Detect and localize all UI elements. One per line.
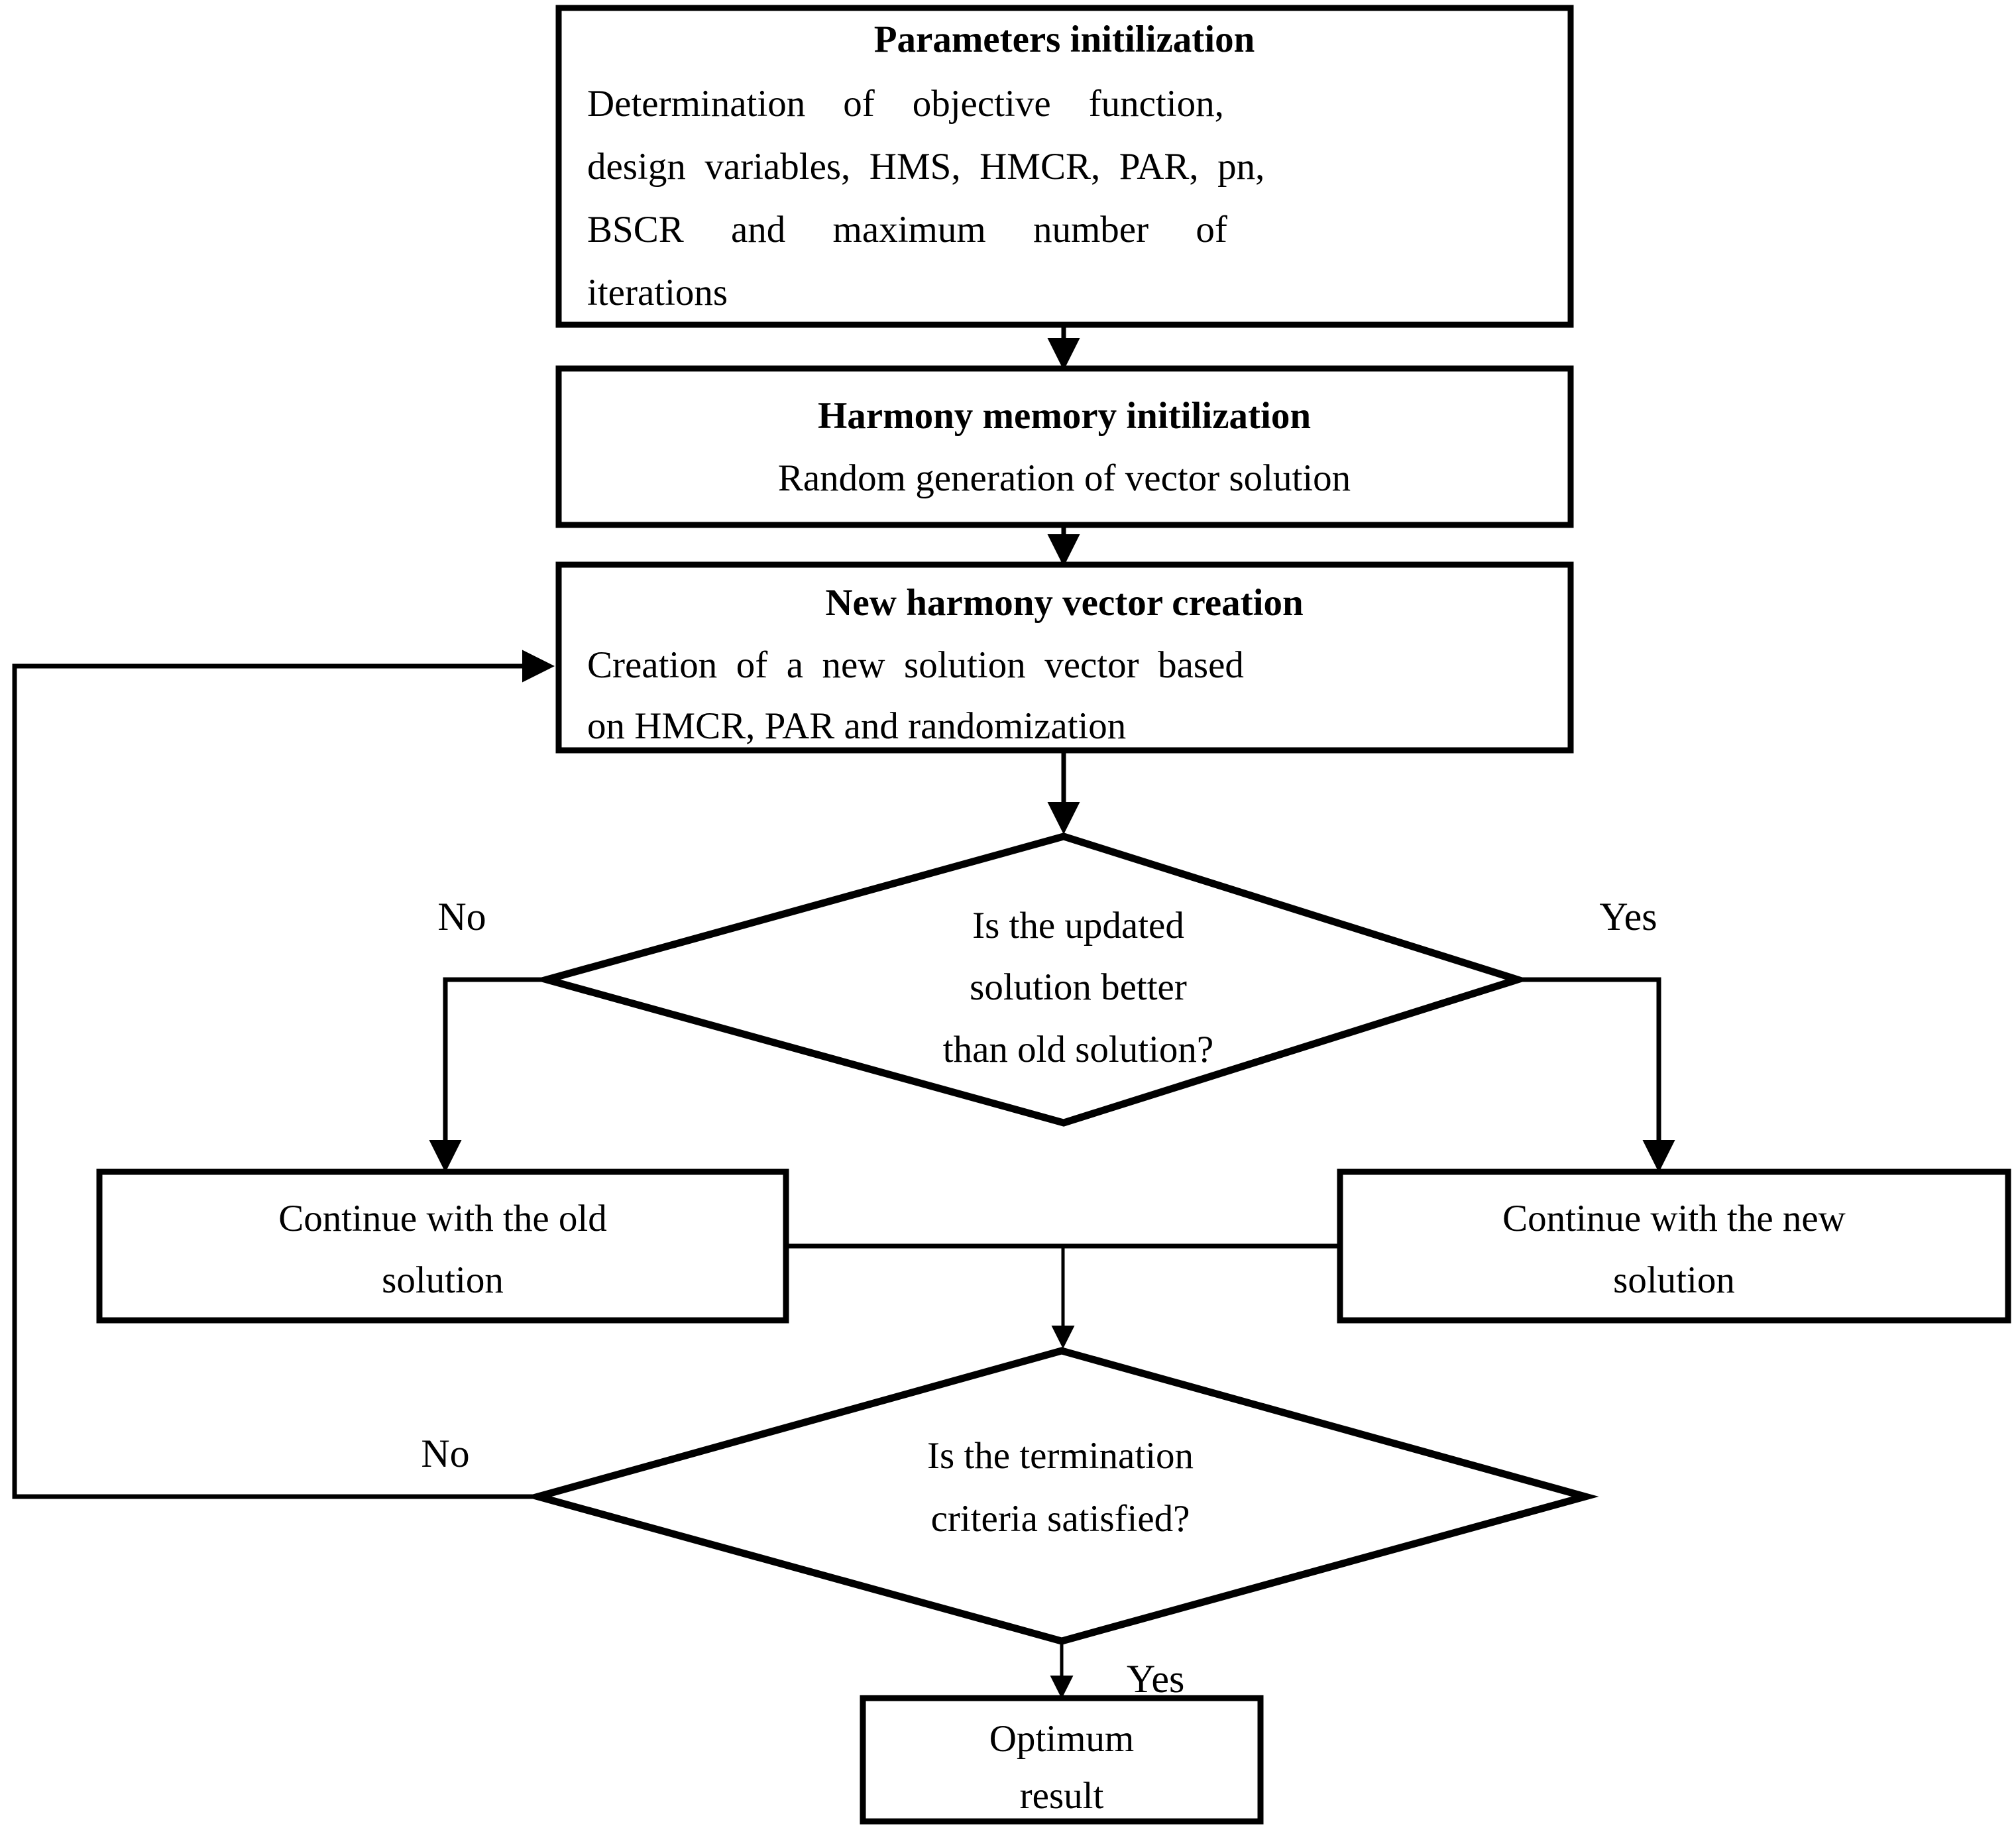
node-optimum-result[interactable]: Optimum result [860, 1695, 1264, 1825]
node-continue-new-box [1337, 1169, 2011, 1324]
node-new-harmony-vector-title: New harmony vector creation [825, 582, 1303, 624]
node-decision-better-diamond [533, 832, 1530, 1127]
node-continue-old-line-0: Continue with the old [278, 1198, 607, 1239]
node-optimum-result-box [860, 1695, 1264, 1825]
node-parameters-init-line-2: BSCR and maximum number of [587, 209, 1227, 251]
node-continue-new-line-0: Continue with the new [1502, 1198, 1846, 1239]
node-harmony-memory-init-box [555, 365, 1574, 528]
node-parameters-init-line-0: Determination of objective function, [587, 83, 1224, 125]
node-new-harmony-vector-box [555, 561, 1574, 754]
edge-label-decision1-yes: Yes [1599, 895, 1657, 939]
node-new-harmony-vector-line-1: on HMCR, PAR and randomization [587, 705, 1126, 747]
node-decision-termination[interactable]: Is the termination criteria satisfied? [524, 1347, 1599, 1645]
node-harmony-memory-init[interactable]: Harmony memory initilization Random gene… [555, 365, 1574, 528]
node-parameters-init-box [555, 5, 1574, 328]
node-decision-better-line-0: Is the updated [972, 905, 1184, 946]
edge-label-decision2-yes: Yes [1127, 1657, 1184, 1701]
edge-decision1-yes [1518, 977, 1675, 1172]
node-decision-termination-line-0: Is the termination [927, 1435, 1194, 1477]
edge-decision1-no [429, 977, 547, 1172]
edge-label-decision1-no: No [437, 895, 486, 939]
node-continue-old-line-1: solution [382, 1259, 504, 1301]
node-parameters-init[interactable]: Parameters initilization Determination o… [555, 5, 1574, 328]
node-parameters-init-title: Parameters initilization [874, 19, 1255, 60]
node-decision-termination-line-1: criteria satisfied? [931, 1498, 1190, 1540]
node-decision-better-line-2: than old solution? [943, 1029, 1213, 1070]
edge-decision2-no-loop [12, 650, 555, 1499]
node-decision-termination-diamond [524, 1347, 1599, 1645]
node-parameters-init-line-1: design variables, HMS, HMCR, PAR, pn, [587, 146, 1264, 188]
node-harmony-memory-init-line-0: Random generation of vector solution [778, 457, 1351, 499]
node-continue-old-box [96, 1169, 789, 1324]
edge-label-decision2-no: No [421, 1432, 469, 1475]
connectors-group [12, 326, 1675, 1699]
node-decision-better-line-1: solution better [970, 966, 1187, 1008]
node-continue-new[interactable]: Continue with the new solution [1337, 1169, 2011, 1324]
node-harmony-memory-init-title: Harmony memory initilization [818, 395, 1311, 437]
node-parameters-init-line-3: iterations [587, 272, 728, 314]
node-continue-old[interactable]: Continue with the old solution [96, 1169, 789, 1324]
node-new-harmony-vector[interactable]: New harmony vector creation Creation of … [555, 561, 1574, 754]
node-continue-new-line-1: solution [1613, 1259, 1735, 1301]
node-optimum-result-line-1: result [1020, 1775, 1104, 1817]
node-new-harmony-vector-line-0: Creation of a new solution vector based [587, 644, 1244, 686]
node-decision-better[interactable]: Is the updated solution better than old … [533, 832, 1530, 1127]
node-optimum-result-line-0: Optimum [989, 1718, 1135, 1760]
